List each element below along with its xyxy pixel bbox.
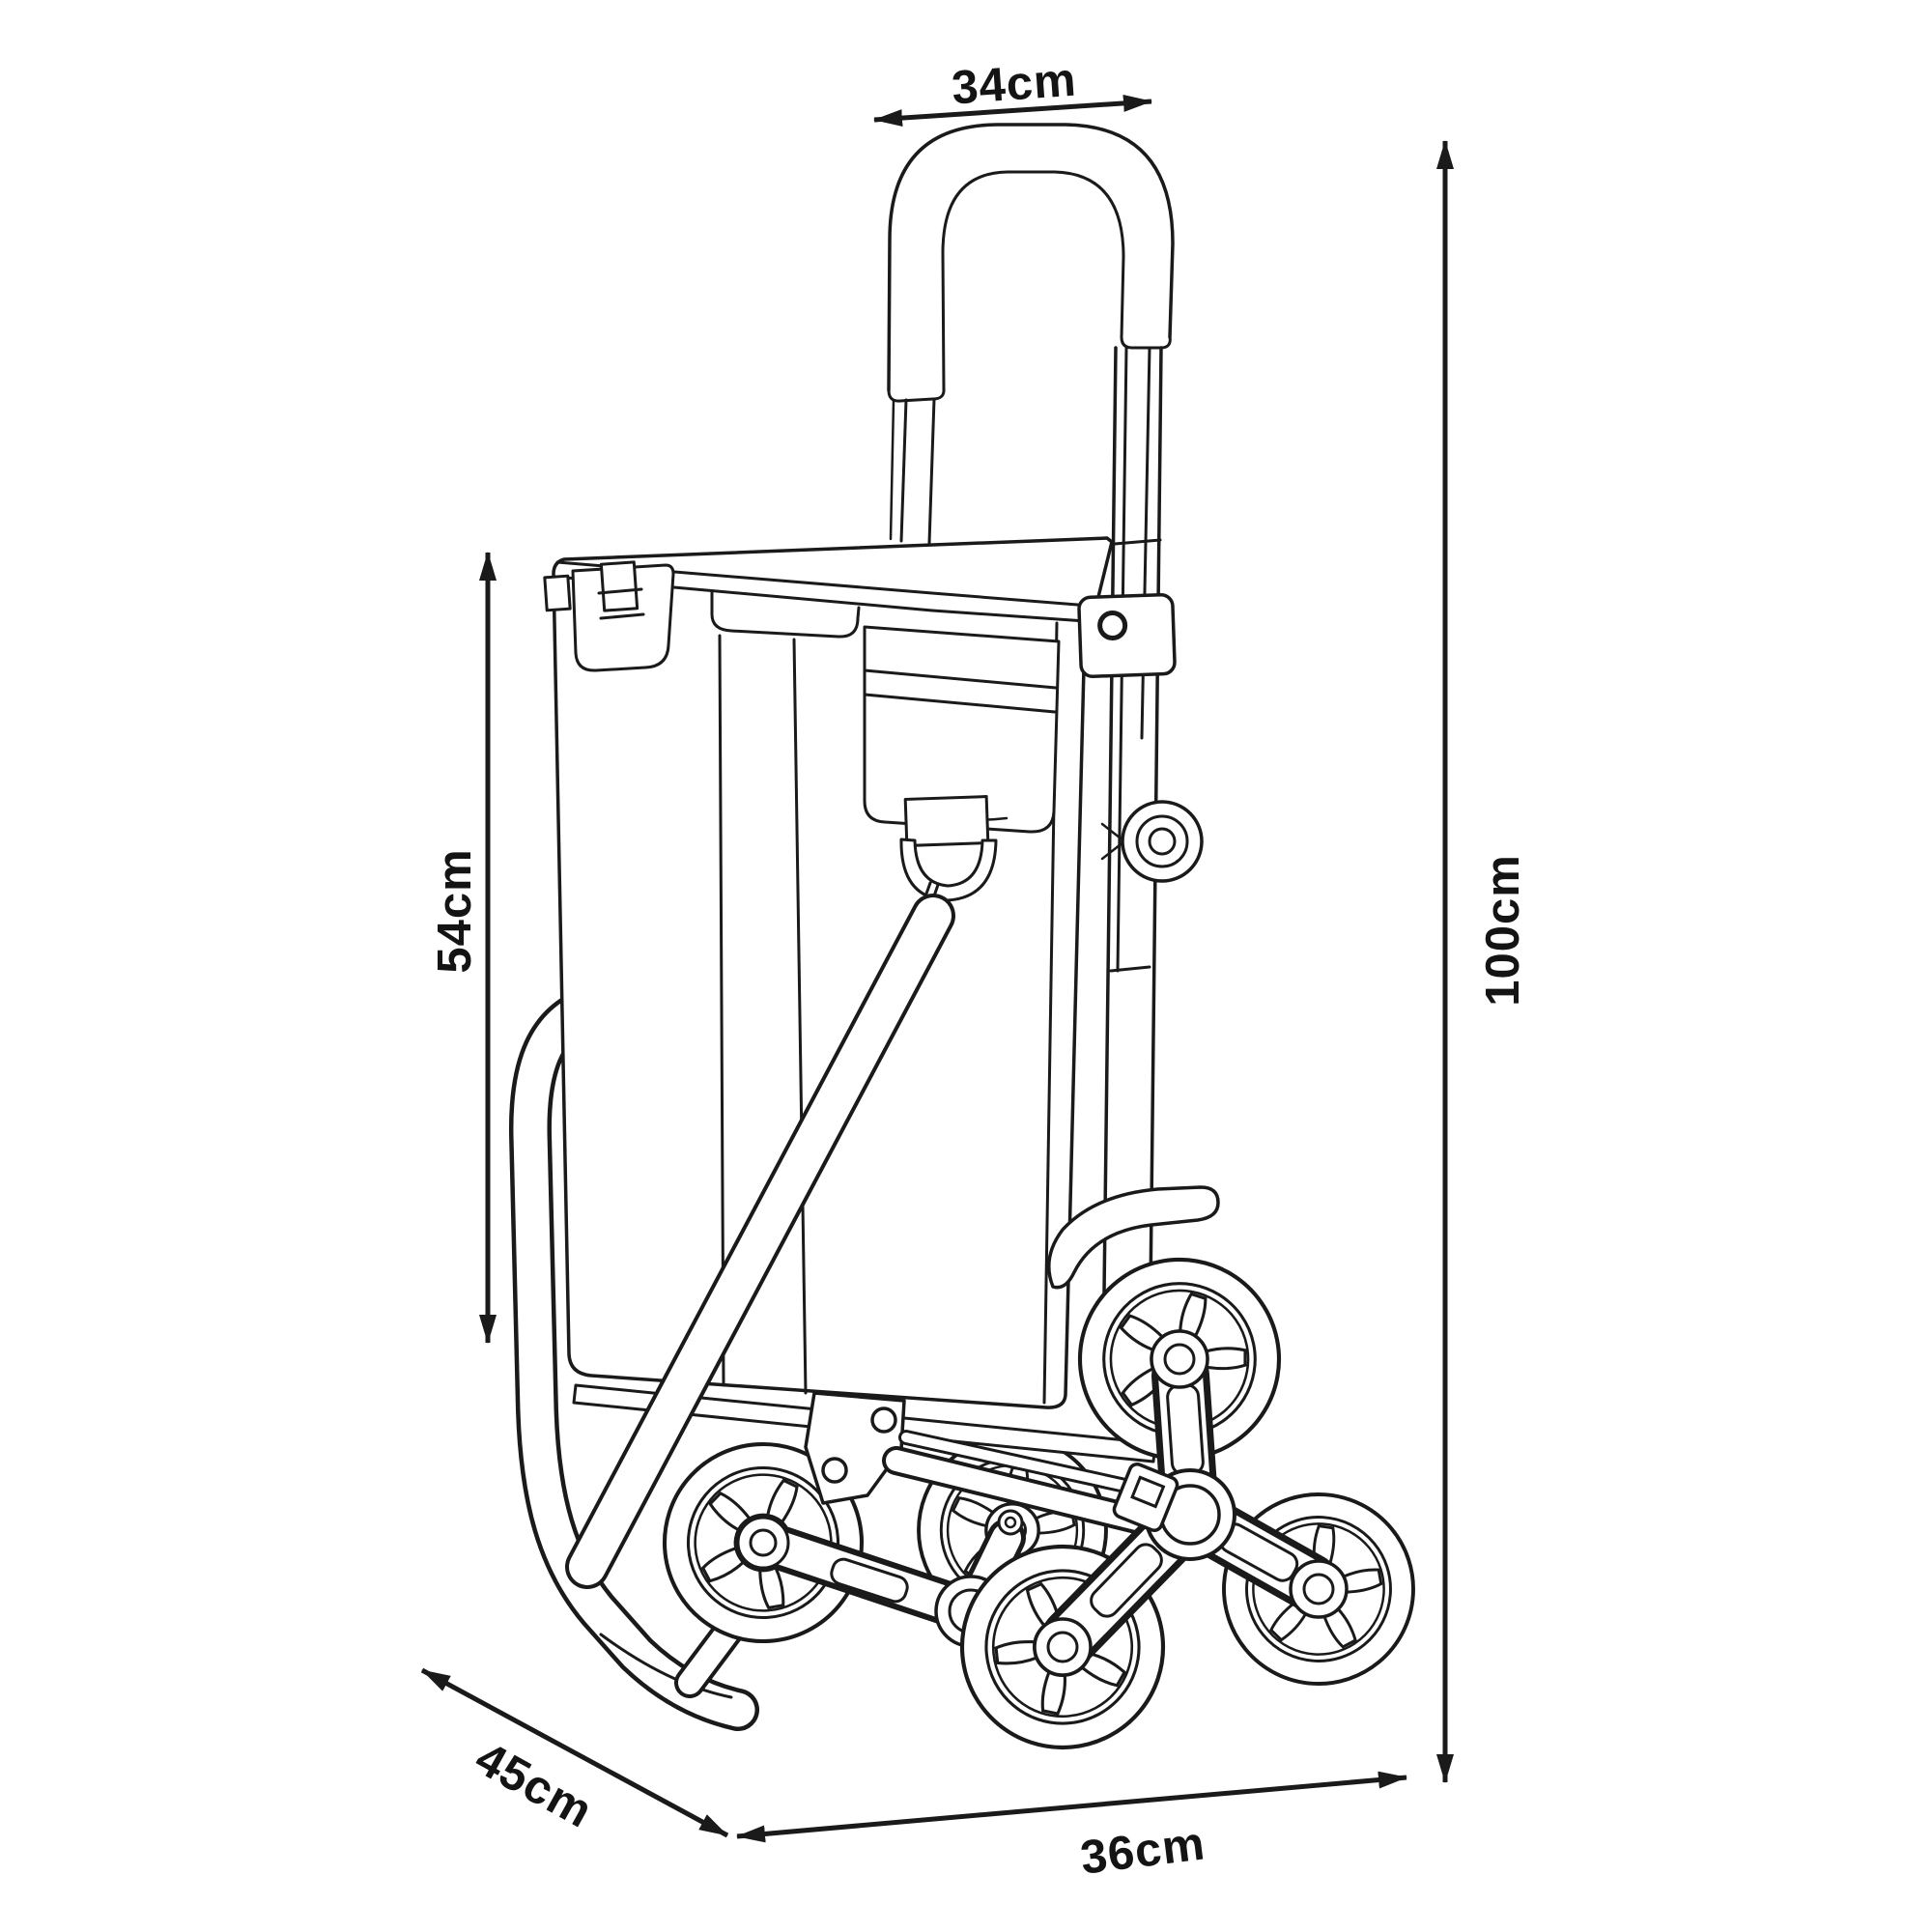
axle-clamp (1112, 1463, 1179, 1532)
total-height-label: 100cm (1477, 854, 1529, 1007)
handle-width-dimension: 34cm (873, 54, 1152, 128)
base-width-label: 36cm (1078, 1817, 1208, 1884)
depth-label: 45cm (467, 1732, 601, 1838)
handle-width-label: 34cm (950, 54, 1078, 115)
bag-height-dimension: 54cm (429, 552, 497, 1344)
trolley-illustration (508, 123, 1438, 1789)
base-width-arrow (736, 1771, 1407, 1843)
depth-arrow (420, 1667, 729, 1838)
mudguard (1047, 1185, 1220, 1290)
bag-height-label: 54cm (429, 848, 481, 973)
base-width-dimension: 36cm (736, 1771, 1407, 1885)
bag-side-tab (543, 574, 572, 612)
telescopic-pole (1102, 346, 1163, 1294)
bag-left-flap (571, 560, 675, 672)
handle-width-arrow (873, 94, 1152, 128)
locking-knob (1100, 800, 1204, 883)
total-height-dimension: 100cm (1436, 140, 1529, 1783)
hinge-bracket (804, 1391, 906, 1505)
handle-grip (887, 123, 1175, 545)
pull-strap-tube (565, 894, 955, 1589)
shopping-bag (543, 536, 1114, 1409)
bag-front-flap (863, 625, 1061, 834)
strap-anchor-tab (903, 795, 990, 847)
bag-pole-bracket (1077, 592, 1177, 678)
d-ring (899, 838, 998, 902)
front-wheel-cluster (921, 1244, 1437, 1789)
